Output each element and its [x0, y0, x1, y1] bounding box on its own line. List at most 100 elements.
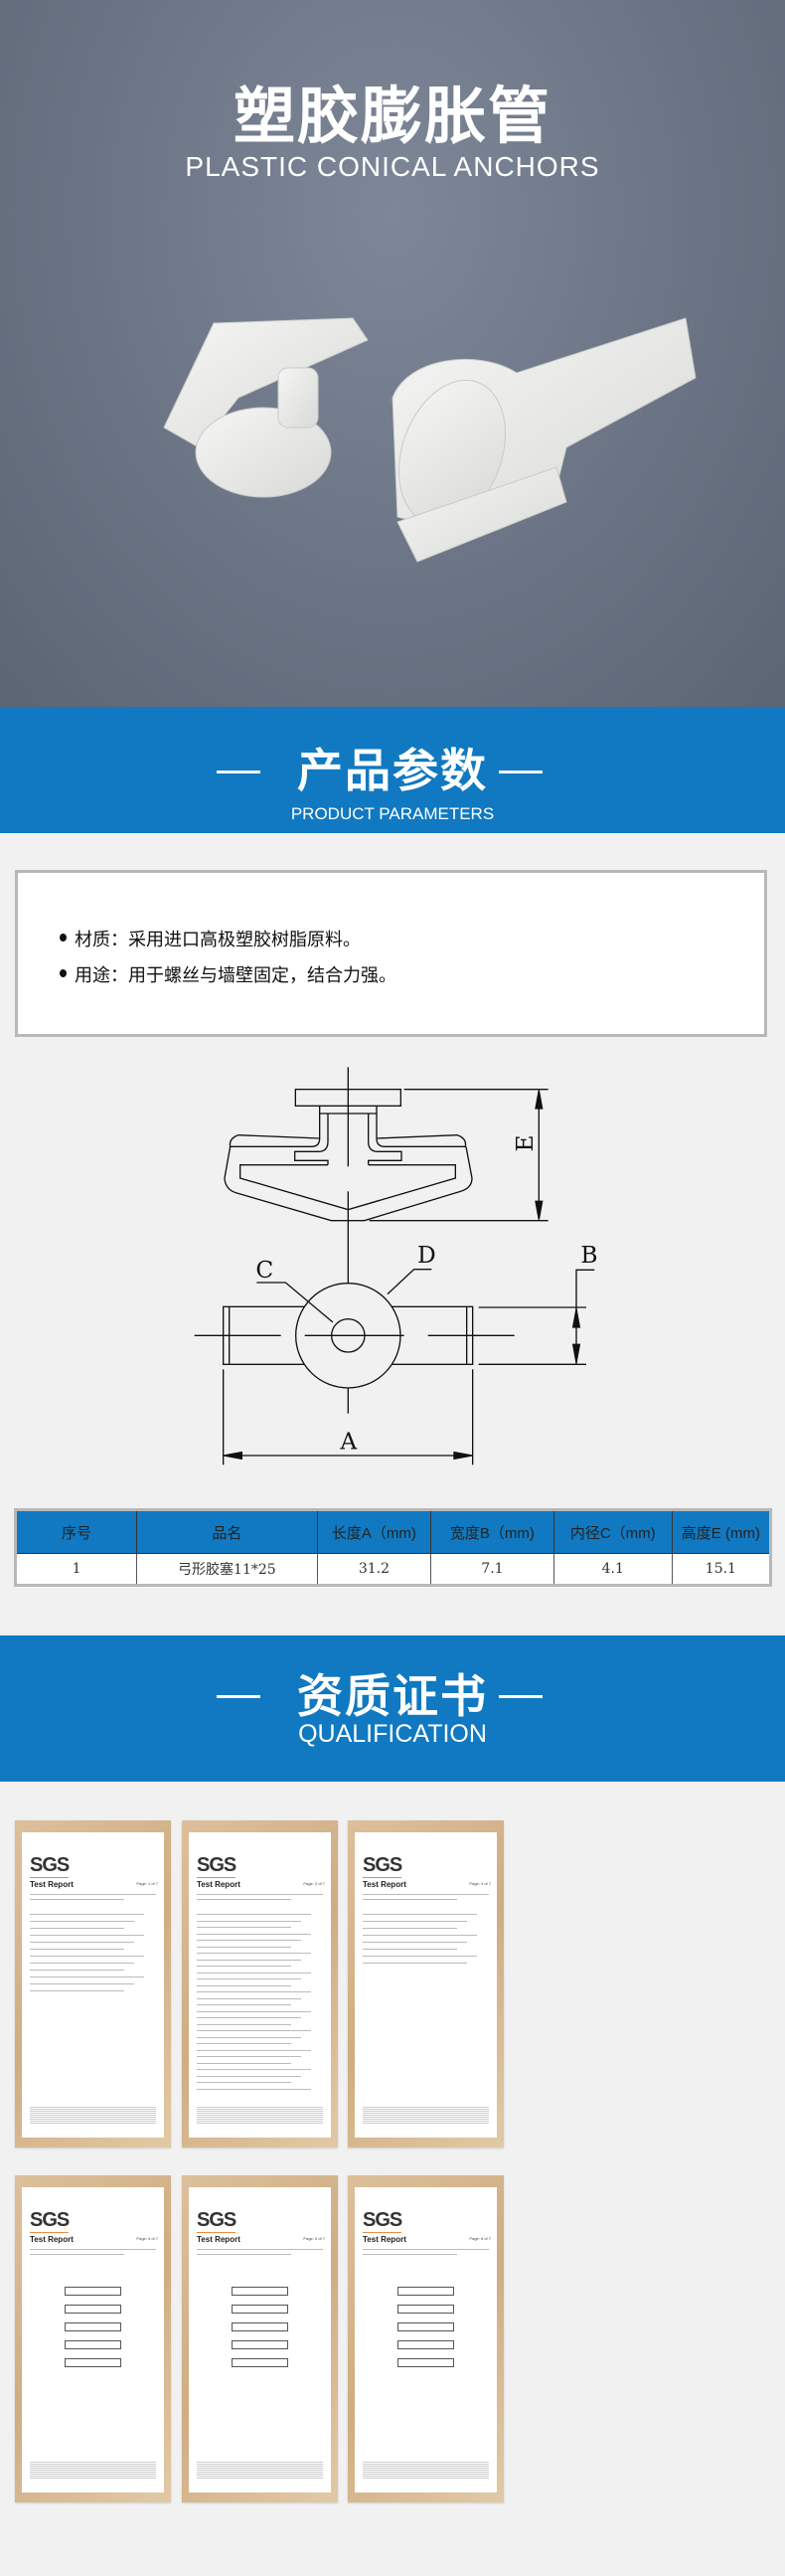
text-line — [197, 1991, 311, 1992]
col-header: 品名 — [136, 1509, 318, 1554]
text-line — [197, 2082, 291, 2083]
text-line — [197, 2004, 291, 2005]
page-number: Page: 3 of 7 — [469, 1881, 491, 1886]
flowchart-box — [396, 2322, 455, 2331]
sgs-logo: SGS — [363, 1854, 402, 1878]
cell: 31.2 — [316, 1553, 432, 1586]
page-number: Page: 4 of 7 — [136, 2236, 158, 2241]
table-row: 1 弓形胶塞11*25 31.2 7.1 4.1 15.1 — [14, 1553, 772, 1586]
text-line — [197, 1933, 311, 1935]
section-subtitle: PRODUCT PARAMETERS — [290, 804, 495, 823]
cell: 弓形胶塞11*25 — [136, 1553, 318, 1586]
divider — [217, 771, 260, 773]
text-line — [30, 1949, 124, 1950]
text-line — [30, 2254, 124, 2255]
sgs-logo: SGS — [30, 1854, 70, 1878]
flowchart-box — [64, 2340, 122, 2349]
text-line — [363, 1956, 477, 1957]
sgs-logo: SGS — [363, 2209, 402, 2233]
text-line — [363, 1942, 467, 1943]
text-line — [363, 2249, 489, 2250]
hero-subtitle: PLASTIC CONICAL ANCHORS — [185, 151, 600, 182]
report-title: Test Report — [197, 1880, 240, 1889]
flowchart-box — [231, 2358, 289, 2367]
text-line — [363, 1899, 457, 1900]
spec-table: 序号 品名 长度A（mm) 宽度B（mm) 内径C（mm) 高度E (mm) 1… — [14, 1508, 772, 1587]
text-line — [30, 1894, 156, 1895]
text-line — [197, 2254, 291, 2255]
text-line — [30, 1963, 134, 1964]
text-line — [197, 1899, 291, 1900]
text-line — [197, 2062, 291, 2064]
text-line — [197, 1972, 311, 1974]
hero-title: 塑胶膨胀管 — [233, 83, 551, 151]
cell: 4.1 — [552, 1553, 673, 1586]
info-item: 材质：采用进口高极塑胶树脂原料。 — [60, 926, 361, 951]
text-line — [197, 1966, 291, 1967]
qualification-section-header: 资质证书 QUALIFICATION — [0, 1635, 785, 1782]
text-line — [197, 2010, 311, 2012]
text-line — [197, 2036, 301, 2038]
sgs-logo: SGS — [197, 1854, 236, 1878]
text-line — [197, 1946, 291, 1948]
divider — [217, 1695, 260, 1698]
text-line — [30, 1990, 124, 1991]
cell: 15.1 — [671, 1553, 772, 1586]
divider — [499, 1695, 543, 1698]
text-line — [363, 1921, 467, 1922]
report-title: Test Report — [363, 1880, 406, 1889]
text-line — [363, 1914, 477, 1915]
text-line — [30, 1914, 144, 1915]
text-line — [30, 1970, 124, 1971]
text-line — [363, 1963, 467, 1964]
flowchart-box — [231, 2322, 289, 2331]
text-line — [197, 1927, 291, 1928]
flowchart-box — [396, 2340, 455, 2349]
text-line — [197, 1920, 301, 1922]
certificate-frame: SGS Test Report Page: 3 of 7 — [348, 1820, 504, 2147]
text-line — [30, 1935, 144, 1936]
page-number: Page: 2 of 7 — [303, 1881, 325, 1886]
footer-text — [197, 2106, 323, 2124]
footer-text — [363, 2106, 489, 2124]
divider — [499, 771, 543, 773]
text-line — [197, 2249, 323, 2250]
col-header: 长度A（mm) — [316, 1509, 432, 1554]
section-title: 产品参数 — [297, 745, 488, 796]
text-line — [197, 2017, 301, 2018]
text-line — [197, 1959, 301, 1961]
sgs-logo: SGS — [30, 2209, 70, 2233]
text-line — [30, 1956, 144, 1957]
col-header: 高度E (mm) — [671, 1509, 772, 1554]
footer-text — [197, 2461, 323, 2479]
text-line — [197, 2069, 311, 2070]
text-line — [197, 2056, 301, 2057]
cell: 7.1 — [430, 1553, 554, 1586]
sgs-logo: SGS — [197, 2209, 236, 2233]
text-line — [30, 1921, 134, 1922]
flowchart-box — [64, 2322, 122, 2331]
text-line — [197, 1914, 311, 1915]
text-line — [197, 2088, 311, 2090]
label-e: E — [511, 1134, 539, 1151]
text-line — [363, 2254, 457, 2255]
label-b: B — [580, 1241, 597, 1269]
label-d: D — [417, 1241, 436, 1269]
params-section-header: 产品参数 PRODUCT PARAMETERS — [0, 707, 785, 833]
flowchart-box — [231, 2287, 289, 2296]
text-line — [363, 1949, 457, 1950]
info-item: 用途：用于螺丝与墙壁固定，结合力强。 — [60, 961, 396, 987]
text-line — [197, 2023, 291, 2025]
text-line — [197, 1953, 311, 1954]
footer-text — [363, 2461, 489, 2479]
col-header: 序号 — [14, 1509, 138, 1554]
certificate-document: SGS Test Report Page: 2 of 7 — [189, 1832, 331, 2138]
section-title: 资质证书 — [297, 1670, 488, 1722]
hero-banner: 塑胶膨胀管 PLASTIC CONICAL ANCHORS — [0, 0, 785, 707]
